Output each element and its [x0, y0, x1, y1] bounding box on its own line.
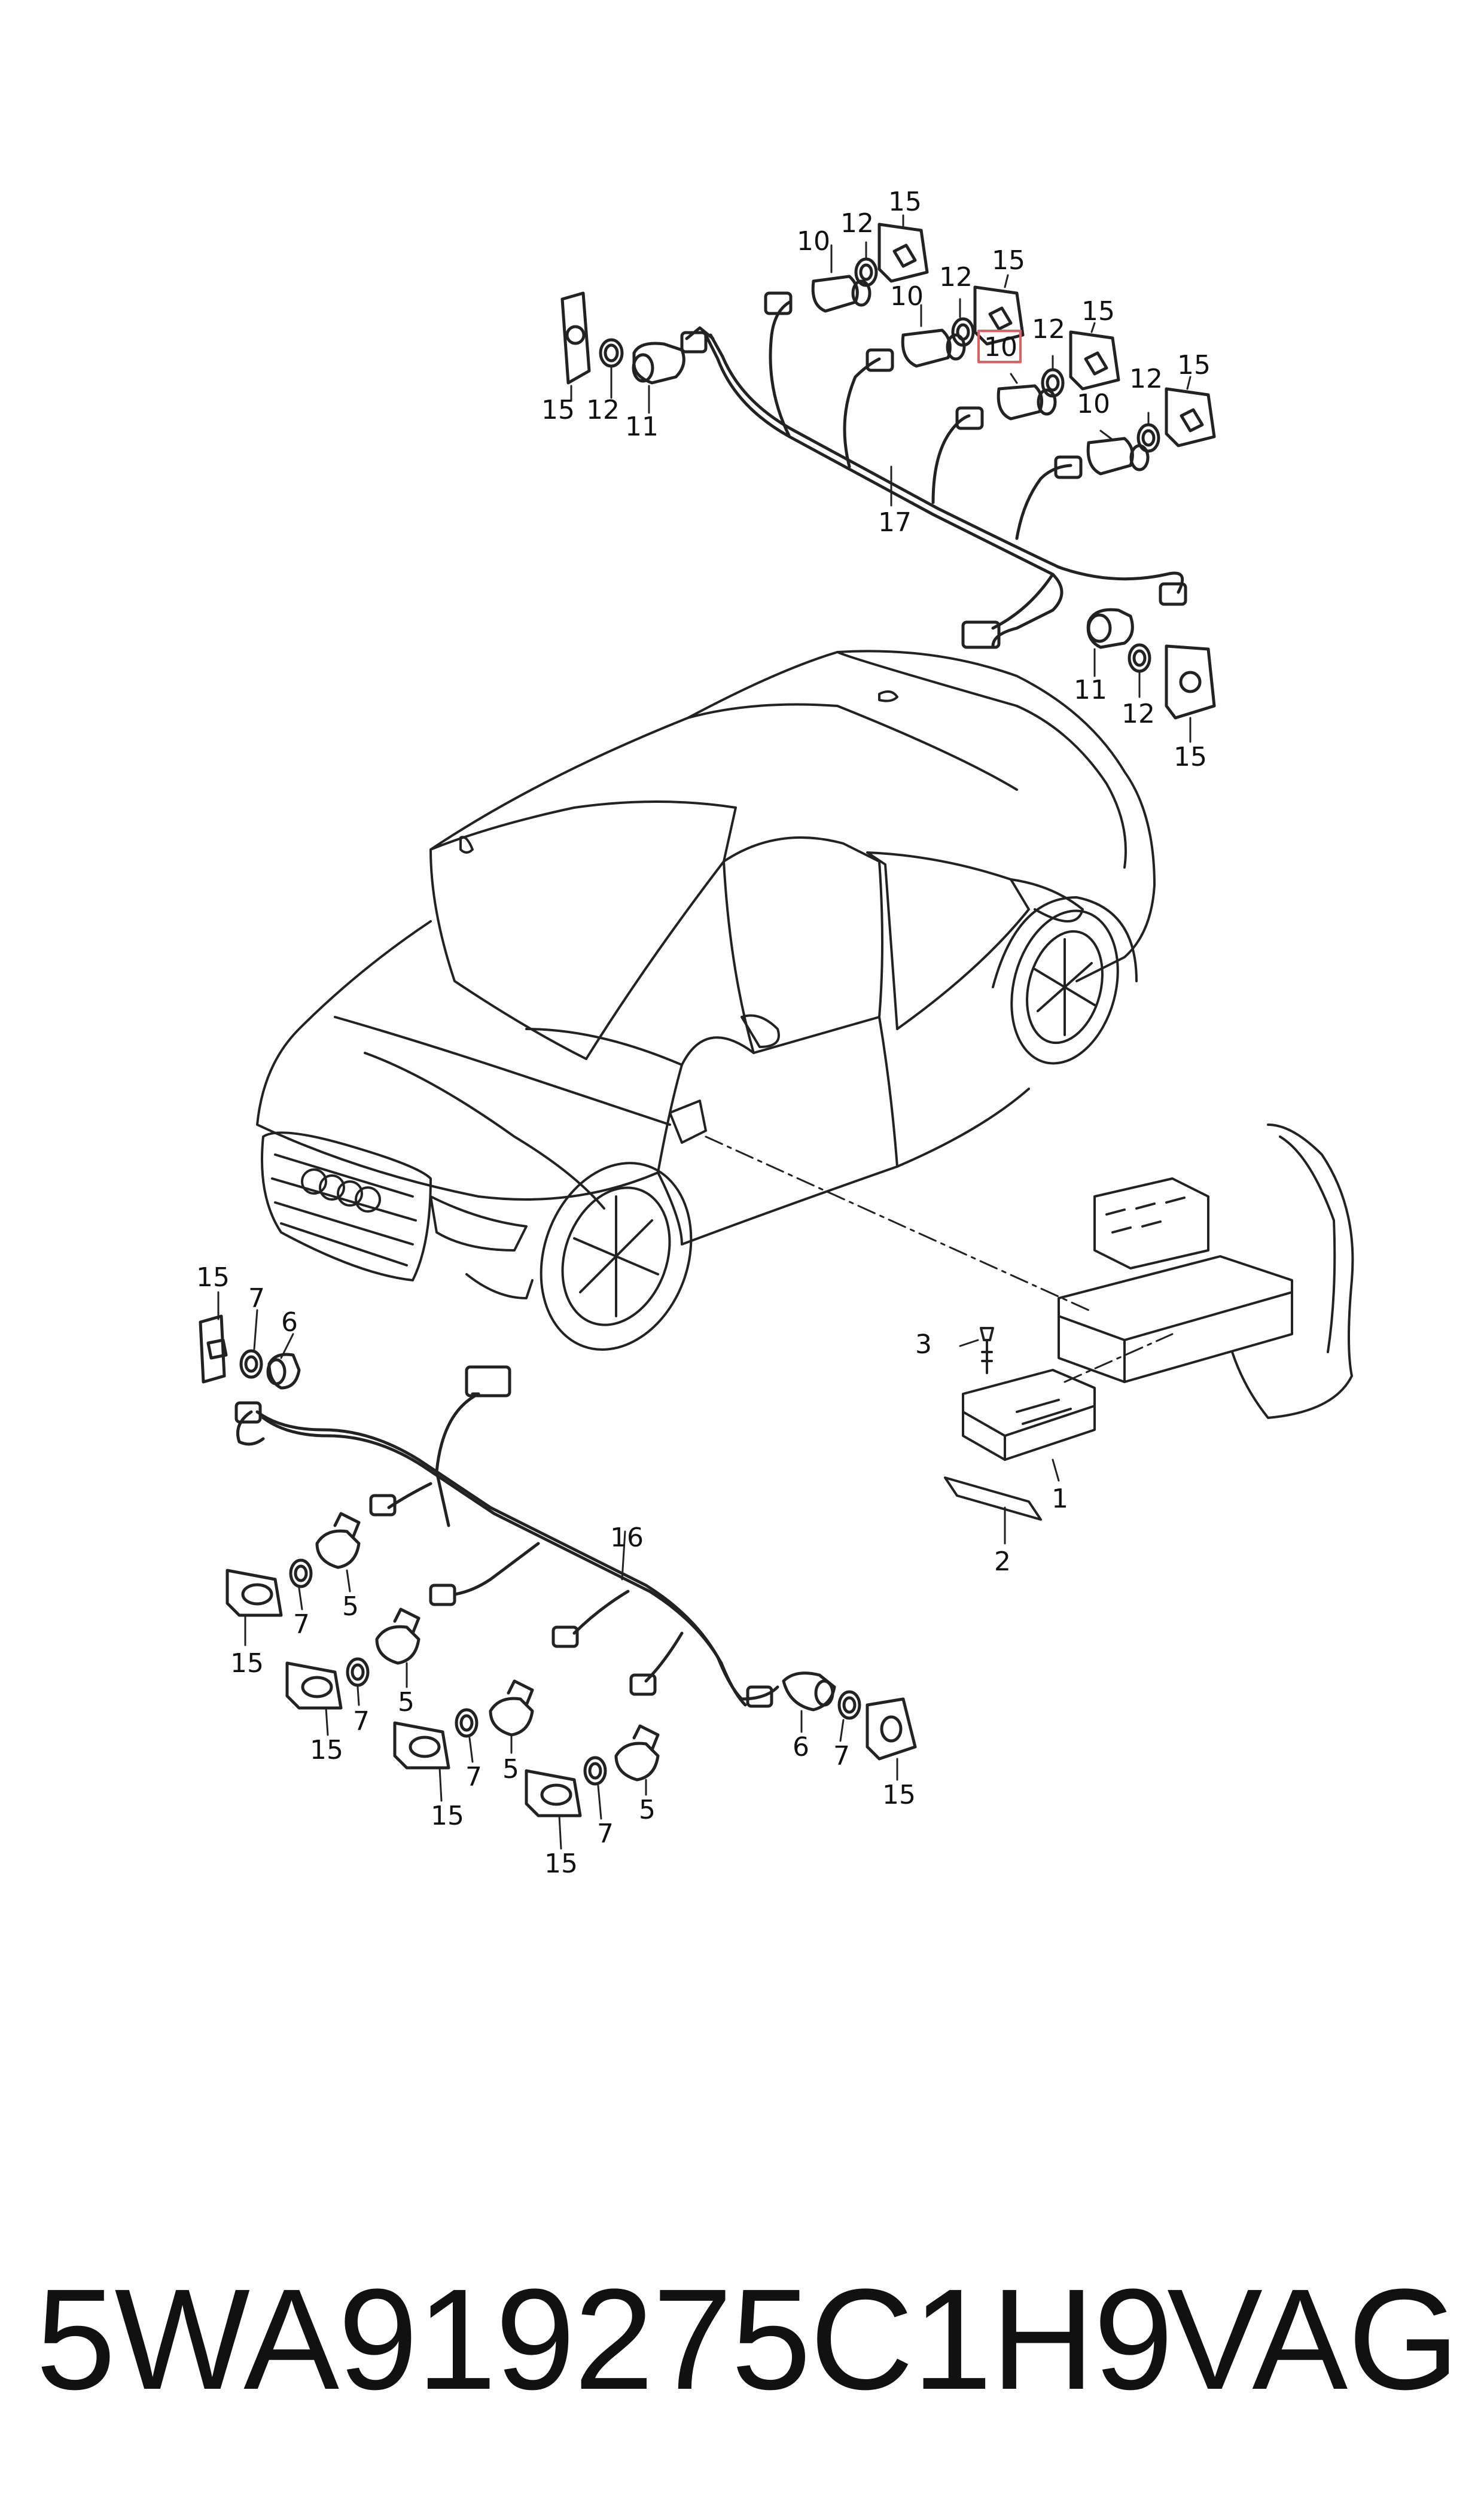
callout-15: 15 [1177, 350, 1211, 380]
callout-15: 15 [1174, 742, 1207, 772]
callout-15: 15 [882, 1780, 916, 1810]
callout-7: 7 [293, 1609, 310, 1640]
callout-15: 15 [1081, 296, 1115, 327]
callout-3: 3 [915, 1329, 932, 1360]
callout-7: 7 [833, 1741, 850, 1771]
rear-wiring-harness [234, 1365, 779, 1708]
rear-harness-plug [465, 1365, 511, 1397]
callout-10: 10 [984, 332, 1017, 363]
callout-12: 12 [1032, 314, 1065, 345]
callout-12: 12 [939, 262, 973, 293]
control-module-assembly [944, 1123, 1354, 1545]
callout-12: 12 [840, 208, 874, 239]
front-harness-plug [961, 620, 1001, 649]
callout-15: 15 [541, 395, 575, 425]
callout-11: 11 [1074, 675, 1107, 705]
car-illustration [256, 650, 1156, 1351]
front-wiring-harness [680, 291, 1187, 649]
callout-5: 5 [398, 1687, 415, 1718]
callout-12: 12 [1122, 699, 1155, 729]
callout-15: 15 [431, 1801, 464, 1831]
callout-10: 10 [890, 281, 924, 312]
callout-5: 5 [342, 1591, 359, 1622]
highlight-box [977, 330, 1022, 363]
callout-15: 15 [230, 1648, 264, 1679]
brand-name: VAG [1166, 2259, 1459, 2419]
callout-15: 15 [196, 1262, 230, 1293]
callout-1: 1 [1052, 1484, 1068, 1514]
callout-2: 2 [994, 1546, 1011, 1577]
callout-15: 15 [992, 245, 1025, 276]
callout-16: 16 [610, 1523, 644, 1553]
callout-17: 17 [878, 507, 912, 538]
footer: 5WA919275C1H9 VAG [36, 2261, 1459, 2417]
callout-7: 7 [597, 1819, 614, 1849]
rear-sensor-components [199, 1291, 917, 1850]
callout-5: 5 [502, 1754, 519, 1785]
callout-12: 12 [586, 395, 620, 425]
callout-10: 10 [797, 226, 830, 257]
front-sensor-components [560, 214, 1216, 743]
callout-15: 15 [888, 187, 922, 217]
callout-12: 12 [1129, 364, 1163, 394]
callout-7: 7 [248, 1283, 265, 1314]
reference-lines [705, 1135, 1174, 1383]
callout-10: 10 [1077, 389, 1110, 419]
callout-15: 15 [310, 1735, 343, 1765]
callout-5: 5 [639, 1795, 656, 1825]
callout-6: 6 [281, 1307, 298, 1338]
callout-15: 15 [544, 1849, 578, 1879]
callout-7: 7 [353, 1706, 370, 1737]
callout-6: 6 [793, 1732, 809, 1762]
callout-11: 11 [625, 412, 659, 442]
callout-labels: 15 12 10 15 12 10 15 12 10 15 12 10 15 1… [196, 187, 1211, 1879]
part-number: 5WA919275C1H9 [36, 2259, 1174, 2419]
callout-7: 7 [465, 1762, 482, 1792]
